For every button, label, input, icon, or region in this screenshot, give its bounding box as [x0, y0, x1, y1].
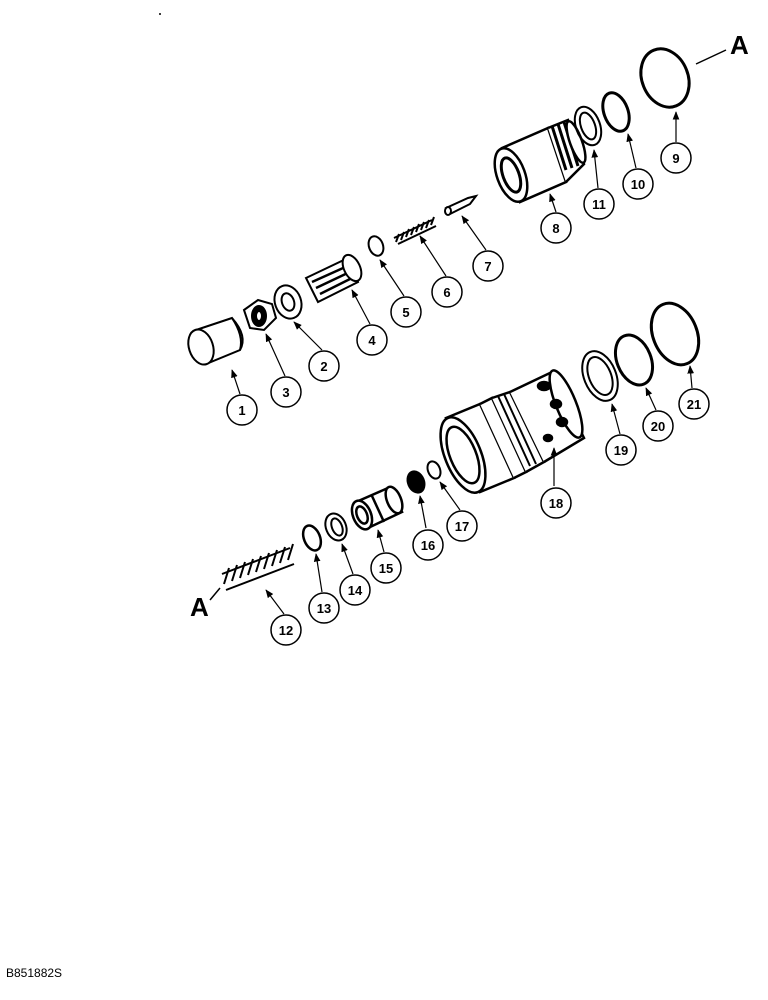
- part-11-backup-ring: [573, 105, 603, 147]
- part-6-spring: [393, 216, 437, 245]
- callout-20: 20: [651, 419, 665, 434]
- part-14-backup-ring: [324, 512, 348, 542]
- reference-letter-bottom: A: [190, 592, 209, 622]
- drawing-code: B851882S: [6, 966, 63, 980]
- callout-17: 17: [455, 519, 469, 534]
- callout-3: 3: [282, 385, 289, 400]
- callout-2: 2: [320, 359, 327, 374]
- callout-4: 4: [368, 333, 376, 348]
- part-17-o-ring: [426, 460, 442, 480]
- part-21-o-ring: [649, 301, 701, 367]
- part-1-cap: [187, 316, 244, 366]
- part-9-o-ring: [639, 47, 691, 109]
- part-13-o-ring: [301, 524, 323, 552]
- part-15-piston: [350, 485, 404, 531]
- part-12-spring: [221, 543, 295, 591]
- part-10-o-ring: [601, 91, 631, 133]
- callout-8: 8: [552, 221, 559, 236]
- callout-12: 12: [279, 623, 293, 638]
- callout-21: 21: [687, 397, 701, 412]
- part-2-washer: [273, 284, 303, 320]
- part-20-o-ring: [613, 333, 655, 387]
- callout-13: 13: [317, 601, 331, 616]
- callout-14: 14: [348, 583, 363, 598]
- callout-10: 10: [631, 177, 645, 192]
- callout-6: 6: [443, 285, 450, 300]
- callout-15: 15: [379, 561, 393, 576]
- part-16-screen: [406, 470, 426, 494]
- callout-5: 5: [402, 305, 409, 320]
- part-5-o-ring: [367, 235, 385, 257]
- callout-1: 1: [238, 403, 245, 418]
- callout-18: 18: [549, 496, 563, 511]
- callout-19: 19: [614, 443, 628, 458]
- part-19-backup-ring: [581, 350, 619, 402]
- callout-11: 11: [592, 197, 606, 212]
- part-18-valve-housing: [439, 369, 586, 494]
- callout-7: 7: [484, 259, 491, 274]
- reference-letter-top: A: [730, 30, 749, 60]
- callout-bubbles: [226, 142, 710, 646]
- part-4-adjusting-screw: [304, 253, 363, 304]
- callout-9: 9: [672, 151, 679, 166]
- part-7-poppet: [444, 194, 479, 216]
- part-3-nut: [242, 298, 278, 332]
- part-8-cartridge-body: [493, 118, 587, 204]
- callout-leaders: [231, 111, 695, 615]
- callout-16: 16: [421, 538, 435, 553]
